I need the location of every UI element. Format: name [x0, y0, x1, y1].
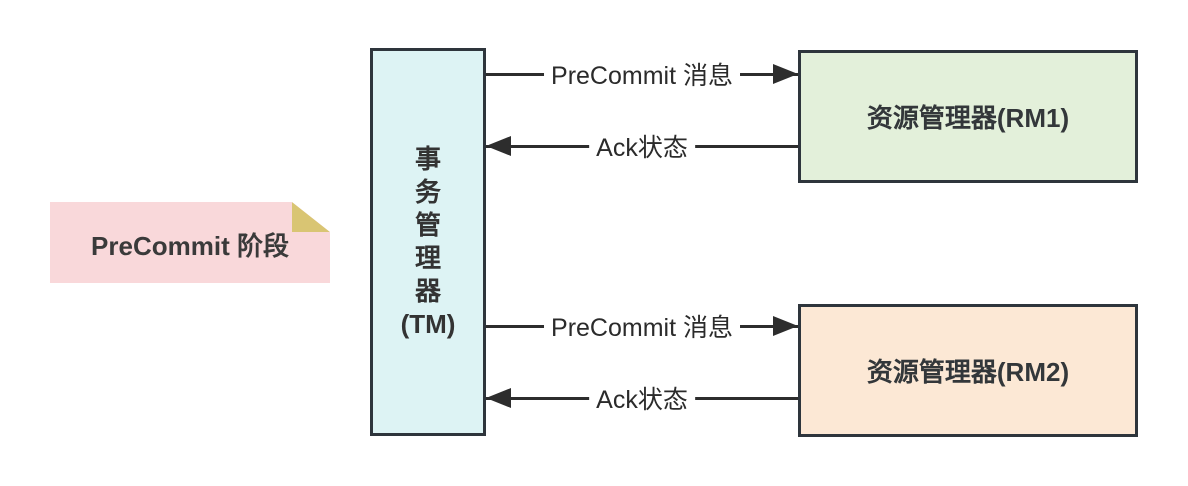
tm-label-char: 器 — [414, 276, 441, 306]
arrowhead-right-icon — [773, 316, 798, 336]
phase-note: PreCommit 阶段 — [50, 202, 330, 283]
arrow-label: Ack状态 — [589, 380, 695, 416]
tm-label-char: 管 — [414, 210, 441, 240]
arrowhead-left-icon — [486, 136, 511, 156]
tm-box: 事 务 管 理 器 (TM) — [370, 48, 486, 436]
rm1-box: 资源管理器(RM1) — [798, 50, 1138, 183]
tm-label-abbr: (TM) — [400, 309, 456, 339]
tm-label-char: 事 — [414, 144, 441, 174]
note-fold-corner-icon — [292, 202, 330, 232]
arrowhead-left-icon — [486, 388, 511, 408]
tm-label-char: 理 — [414, 243, 441, 273]
arrow-label: Ack状态 — [589, 128, 695, 164]
rm2-box: 资源管理器(RM2) — [798, 304, 1138, 437]
arrow-label: PreCommit 消息 — [544, 56, 740, 92]
phase-note-label: PreCommit 阶段 — [91, 231, 289, 261]
arrowhead-right-icon — [773, 64, 798, 84]
arrow-label: PreCommit 消息 — [544, 308, 740, 344]
rm2-label: 资源管理器(RM2) — [866, 357, 1070, 387]
tm-label-char: 务 — [414, 177, 441, 207]
rm1-label: 资源管理器(RM1) — [866, 103, 1070, 133]
